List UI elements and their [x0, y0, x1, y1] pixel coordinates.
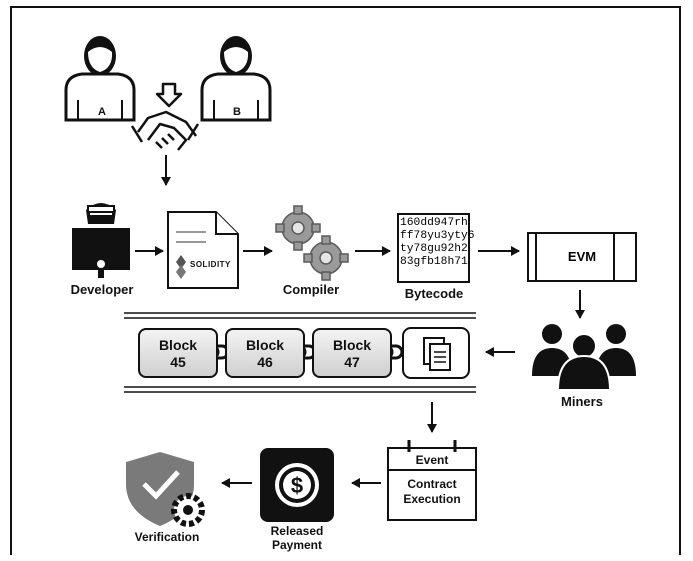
diagram-frame	[10, 6, 681, 555]
bytecode-line: ty78gu92h2	[400, 243, 468, 255]
bytecode-label: Bytecode	[404, 286, 464, 301]
compiler-label: Compiler	[282, 282, 340, 297]
released-payment-line1: Released	[270, 524, 324, 538]
solidity-label: SOLIDITY	[190, 260, 231, 269]
developer-computer-icon	[72, 203, 130, 278]
contract-label-line1: Contract	[407, 477, 457, 491]
event-label: Event	[389, 449, 475, 471]
solidity-document-icon	[167, 211, 239, 289]
contract-label-line2: Execution	[403, 492, 461, 506]
released-payment-line2: Payment	[271, 538, 323, 552]
released-payment-label: Released Payment	[257, 524, 337, 552]
block-46: Block 46	[225, 328, 305, 378]
svg-text:$: $	[291, 473, 303, 498]
person-a-label: A	[98, 106, 106, 118]
evm-label: EVM	[567, 249, 597, 264]
miners-label: Miners	[561, 394, 603, 409]
compiler-gears-icon	[275, 205, 349, 281]
bytecode-box: 160dd947rh ff78yu3yty6 ty78gu92h2 83gfb1…	[397, 213, 475, 283]
verification-label: Verification	[134, 530, 200, 544]
person-b-icon	[200, 36, 272, 122]
block-title: Block	[158, 337, 198, 353]
verification-shield-icon	[126, 452, 205, 527]
bytecode-line: 160dd947rh	[400, 217, 468, 229]
event-calendar-tabs	[407, 440, 457, 452]
handshake-icon	[130, 82, 200, 151]
developer-label: Developer	[70, 282, 134, 297]
pending-block-documents-icon	[402, 327, 470, 379]
contract-execution-box: Event Contract Execution	[387, 447, 477, 521]
bytecode-line: ff78yu3yty6	[400, 230, 475, 242]
person-a-icon	[64, 36, 136, 122]
evm-box: EVM	[527, 232, 637, 282]
block-47: Block 47	[312, 328, 392, 378]
block-number: 46	[257, 354, 273, 370]
block-title: Block	[332, 337, 372, 353]
blockchain-rails	[124, 312, 476, 393]
person-b-label: B	[233, 106, 241, 118]
block-title: Block	[245, 337, 285, 353]
miners-group-icon	[532, 324, 636, 391]
block-45: Block 45	[138, 328, 218, 378]
block-number: 45	[170, 354, 186, 370]
dollar-payment-icon: $	[260, 448, 334, 522]
block-number: 47	[344, 354, 360, 370]
bytecode-line: 83gfb18h71	[400, 256, 468, 268]
